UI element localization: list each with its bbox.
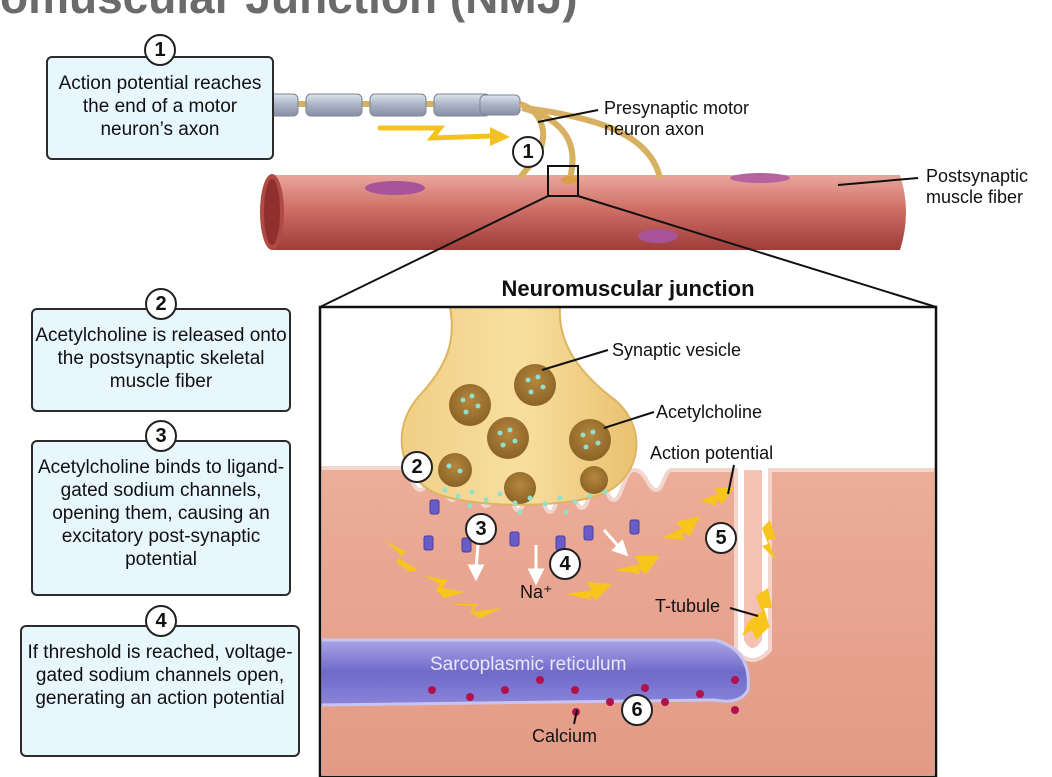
step-3-text: Acetylcholine binds to ligand-gated sodi… (37, 457, 285, 570)
propagation-arrows (384, 488, 776, 640)
muscle-fiber (260, 173, 906, 250)
step-1-badge: 1 (144, 34, 176, 66)
label-sarcoplasmic-reticulum: Sarcoplasmic reticulum (430, 654, 627, 675)
step-3-box: Acetylcholine binds to ligand-gated sodi… (31, 440, 291, 596)
synaptic-vesicles (438, 364, 611, 504)
badge-5-illustration: 5 (705, 522, 737, 554)
sodium-influx-arrows (467, 529, 629, 586)
badge-1-illustration: 1 (512, 136, 544, 168)
zoom-panel-title: Neuromuscular junction (501, 276, 755, 301)
label-t-tubule: T-tubule (655, 596, 721, 616)
label-postsynaptic-text: Postsynaptic muscle fiber (926, 166, 1029, 207)
label-sodium: Na⁺ (520, 582, 553, 602)
label-synaptic-vesicle: Synaptic vesicle (612, 340, 742, 360)
step-2-text: Acetylcholine is released onto the posts… (35, 325, 287, 392)
step-3-badge: 3 (145, 420, 177, 452)
step-1-box: Action potential reaches the end of a mo… (46, 56, 274, 160)
postsynaptic-membrane (320, 466, 936, 777)
step-1-text: Action potential reaches the end of a mo… (58, 73, 262, 140)
step-4-text: If threshold is reached, voltage-gated s… (27, 642, 293, 709)
step-4-box: If threshold is reached, voltage-gated s… (20, 625, 300, 757)
page-title: omuscular Junction (NMJ) (0, 0, 578, 24)
sodium-channels (423, 499, 640, 553)
acetylcholine-molecules (442, 374, 608, 515)
label-action-potential: Action potential (650, 443, 774, 463)
label-acetylcholine: Acetylcholine (656, 402, 763, 422)
label-presynaptic-text: Presynaptic motor neuron axon (604, 98, 750, 139)
step-2-box: Acetylcholine is released onto the posts… (31, 308, 291, 412)
label-calcium: Calcium (532, 726, 598, 746)
badge-6-illustration: 6 (621, 694, 653, 726)
badge-3-illustration: 3 (465, 513, 497, 545)
badge-4-illustration: 4 (549, 548, 581, 580)
label-postsynaptic-fiber: Postsynaptic muscle fiber (926, 166, 1052, 208)
step-4-badge: 4 (145, 605, 177, 637)
label-presynaptic-axon: Presynaptic motor neuron axon (604, 98, 804, 140)
action-potential-arrow (377, 125, 495, 141)
zoom-indicator (547, 165, 579, 197)
step-2-badge: 2 (145, 288, 177, 320)
badge-2-illustration: 2 (401, 451, 433, 483)
